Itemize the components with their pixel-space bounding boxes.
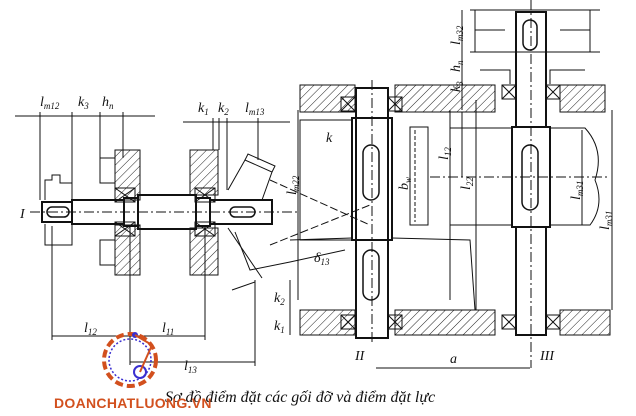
label-shaft-2: II bbox=[354, 349, 366, 364]
label-k1-bottom: k1 bbox=[274, 319, 285, 335]
coupling bbox=[44, 174, 73, 200]
label-l12-right: l12 bbox=[437, 147, 453, 160]
housing-wall-top-left bbox=[299, 84, 356, 113]
housing-wall-left-top bbox=[114, 149, 141, 201]
logo-gear-icon bbox=[102, 332, 158, 388]
label-hn: hn bbox=[102, 95, 114, 111]
label-lm22: lm22 bbox=[285, 175, 301, 195]
gear-shaft-2 bbox=[289, 119, 476, 311]
housing-wall-bottom-mid bbox=[394, 309, 496, 336]
label-lm12: lm12 bbox=[40, 95, 60, 111]
logo-text: DOANCHATLUONG.VN bbox=[54, 395, 212, 411]
label-shaft-3: III bbox=[539, 349, 555, 364]
label-bw: bw bbox=[397, 177, 413, 190]
label-delta13: δ13 bbox=[314, 251, 330, 267]
label-k2-bottom: k2 bbox=[274, 291, 285, 307]
label-hn-top: hn bbox=[449, 60, 465, 72]
label-l13: l13 bbox=[184, 359, 197, 375]
label-lm32: lm32 bbox=[449, 25, 465, 45]
label-k2: k2 bbox=[218, 101, 229, 117]
housing-wall-left-bottom bbox=[114, 224, 141, 276]
label-k3: k3 bbox=[78, 95, 89, 111]
label-k1: k1 bbox=[198, 101, 209, 117]
dimension-labels: I lm12 k3 hn k1 k2 lm13 k lm22 bw l12 l2… bbox=[19, 25, 614, 375]
label-l22: l22 bbox=[459, 177, 475, 190]
top-coupling bbox=[470, 9, 600, 84]
housing-wall-top-mid bbox=[394, 84, 496, 113]
label-k3-top: k3 bbox=[449, 81, 465, 92]
label-lm31: lm31 bbox=[569, 181, 585, 200]
dimension-lines bbox=[15, 10, 613, 369]
label-l11: l11 bbox=[162, 321, 174, 337]
figure-caption: Sơ đồ điểm đặt các gối đỡ và điểm đặt lự… bbox=[165, 389, 436, 406]
housing-wall-bottom-right bbox=[559, 309, 611, 336]
label-k: k bbox=[326, 131, 333, 146]
label-a: a bbox=[450, 352, 457, 367]
housing-wall-top-right bbox=[559, 84, 606, 113]
label-l12: l12 bbox=[84, 321, 97, 337]
label-l31: lm31 bbox=[598, 211, 614, 230]
label-shaft-1: I bbox=[19, 207, 26, 222]
label-lm13: lm13 bbox=[245, 101, 265, 117]
housing-wall-bottom-left bbox=[299, 309, 356, 336]
gear-shaft-3 bbox=[450, 127, 600, 226]
bevel-gear bbox=[227, 153, 371, 279]
